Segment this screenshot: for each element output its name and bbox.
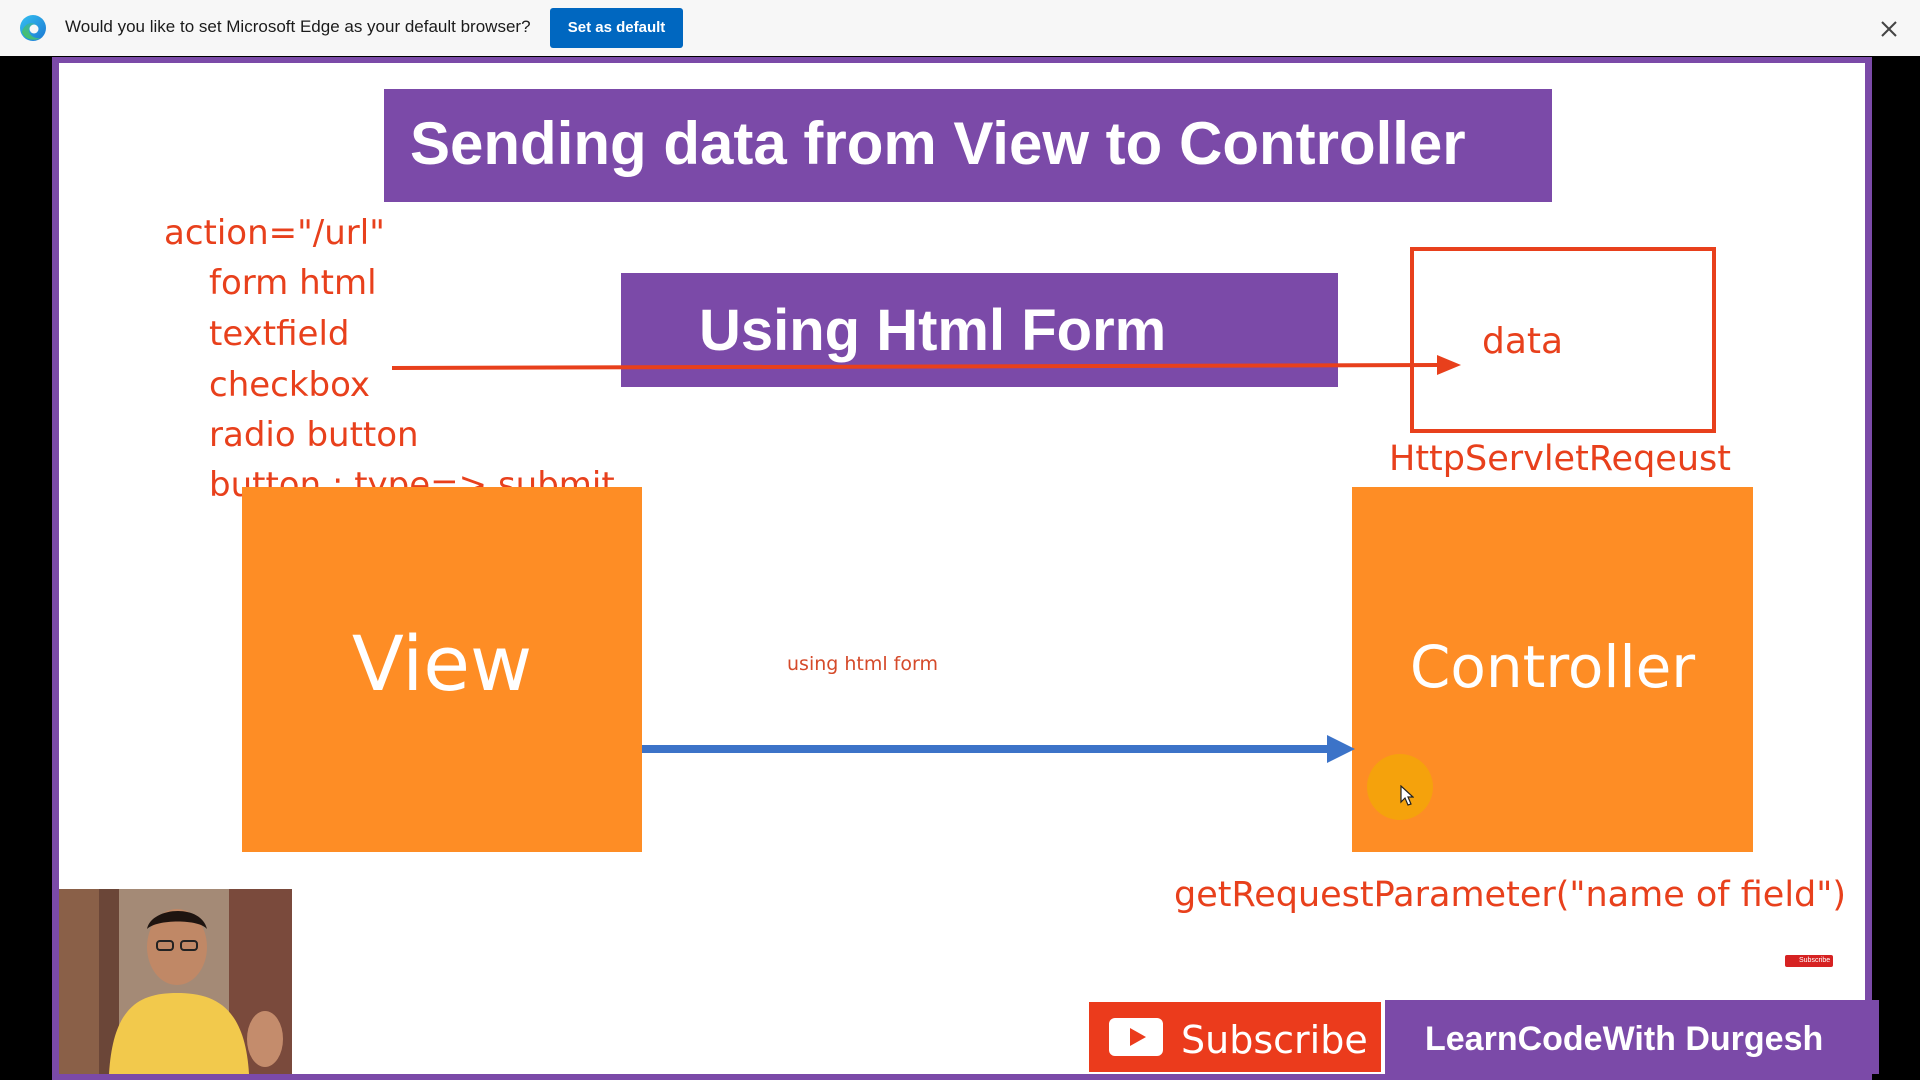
- cursor-highlight: [1367, 754, 1433, 820]
- youtube-play-icon: [1109, 1018, 1163, 1056]
- controller-box: Controller: [1352, 487, 1753, 852]
- note-item: form html: [209, 263, 377, 303]
- view-label: View: [351, 619, 533, 708]
- arrow-caption: using html form: [787, 653, 938, 675]
- data-box: data: [1410, 247, 1716, 433]
- slide-title: Sending data from View to Controller: [410, 110, 1466, 177]
- default-browser-notification-bar: Would you like to set Microsoft Edge as …: [0, 0, 1920, 57]
- notification-message: Would you like to set Microsoft Edge as …: [65, 17, 531, 36]
- note-item: textfield: [209, 314, 350, 354]
- mouse-cursor-icon: [1400, 785, 1414, 806]
- get-request-parameter-label: getRequestParameter("name of field"): [1174, 875, 1847, 915]
- presenter-avatar: [59, 889, 292, 1074]
- channel-brand-bar: LearnCodeWith Durgesh: [1385, 1000, 1879, 1074]
- subscribe-button[interactable]: Subscribe: [1087, 1000, 1383, 1074]
- subscribe-label: Subscribe: [1181, 1018, 1368, 1062]
- edge-logo-icon: [20, 15, 46, 41]
- presenter-webcam: [59, 889, 292, 1074]
- slide-title-banner: Sending data from View to Controller: [384, 89, 1552, 202]
- slide-subtitle: Using Html Form: [699, 298, 1167, 363]
- slide-canvas: Sending data from View to Controller Usi…: [59, 63, 1879, 1074]
- note-item: action="/url": [164, 213, 385, 253]
- blue-arrow-head-icon: [1327, 735, 1355, 763]
- note-item: checkbox: [209, 365, 371, 405]
- close-icon[interactable]: [1874, 14, 1904, 44]
- mini-subscribe-badge[interactable]: Subscribe: [1785, 955, 1833, 967]
- data-label: data: [1482, 321, 1564, 362]
- subtitle-banner: Using Html Form: [621, 273, 1338, 387]
- view-box: View: [242, 487, 642, 852]
- http-request-label: HttpServletReqeust: [1389, 439, 1731, 479]
- channel-name: LearnCodeWith Durgesh: [1425, 1020, 1824, 1058]
- set-as-default-button[interactable]: Set as default: [550, 8, 683, 48]
- presentation-slide: Sending data from View to Controller Usi…: [52, 57, 1879, 1080]
- controller-label: Controller: [1409, 633, 1696, 701]
- note-item: radio button: [209, 415, 419, 455]
- mini-subscribe-label: Subscribe: [1799, 957, 1831, 964]
